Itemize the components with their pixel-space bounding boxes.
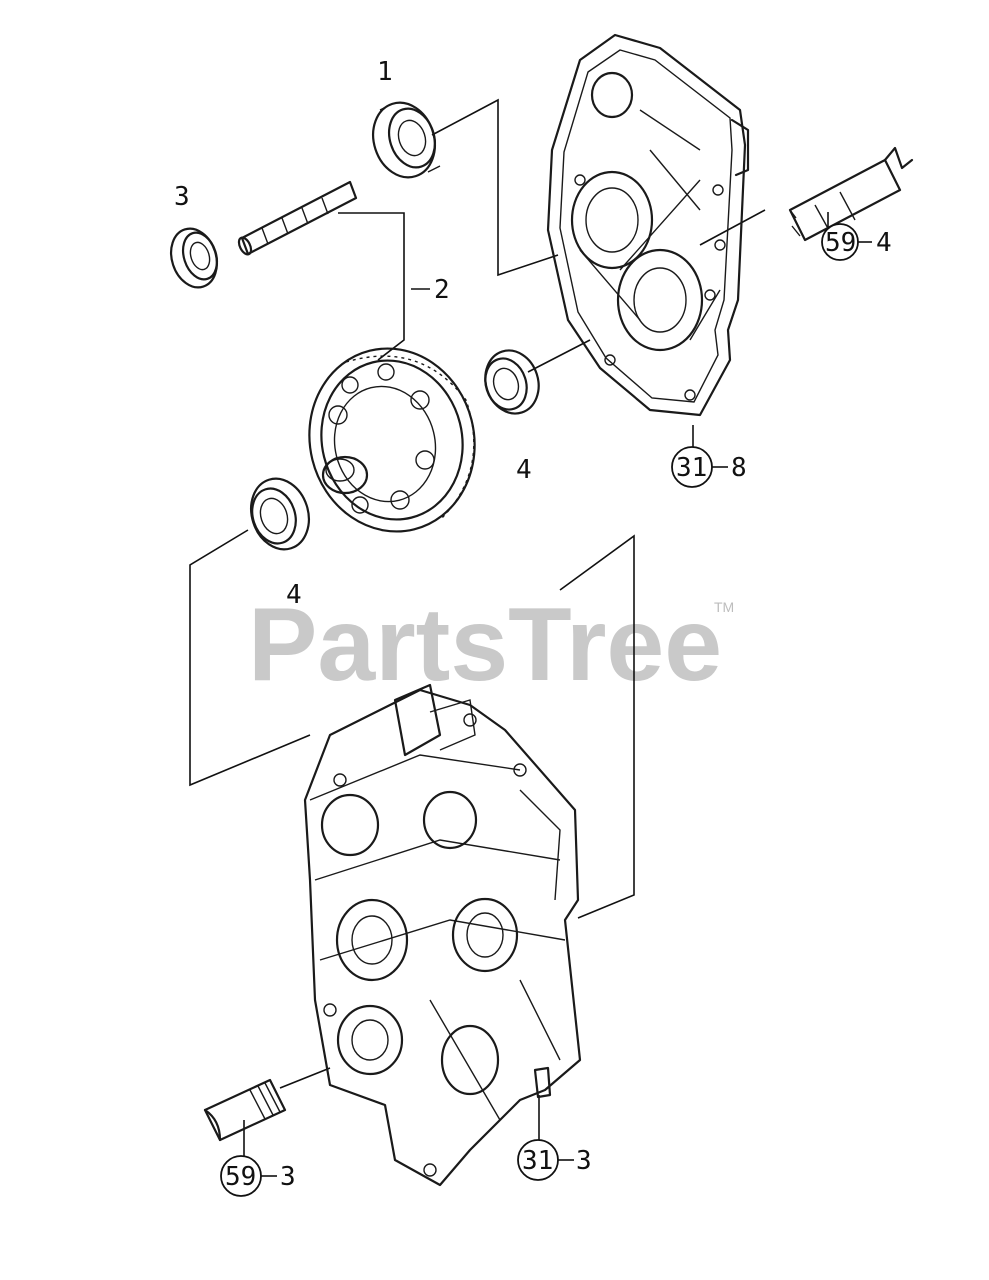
ref-badge-cover-case: 31 8 [671,446,747,488]
callout-2: 2 [434,275,450,305]
ref-cover-case-sub: 8 [731,453,747,483]
ref-axle-right-num: 59 [825,228,856,258]
ref-lower-case-sub: 3 [576,1146,592,1176]
ref-axle-left-num: 59 [225,1162,256,1192]
leader-bearing-cover [527,339,591,373]
callout-1: 1 [377,57,393,87]
leader-bearing-lower-left [189,529,311,787]
ref-axle-left-sub: 3 [280,1162,296,1192]
leader-lower-case-right [559,534,635,919]
callout-3: 3 [174,182,190,212]
axle-left [203,1078,287,1142]
ref-badge-axle-left: 59 3 [220,1155,296,1197]
callout-4-lower: 4 [286,580,302,610]
leader-shaft-gear [338,212,405,361]
bearing-lower [250,477,310,551]
leader-axle-right [699,209,766,246]
ref-badge-axle-right: 59 4 [821,223,892,261]
axle-right [788,146,914,242]
watermark-brand: PartsTree [248,587,722,703]
parts-tree-watermark: PartsTree TM [248,587,734,703]
leader-bearing-top [431,98,559,277]
bearing-cover [484,349,540,415]
leader-lines [189,98,829,1158]
ref-cover-case-num: 31 [676,453,707,483]
transmission-cover-case [546,33,750,417]
seal-small [170,227,219,289]
output-shaft [237,180,358,256]
bearing-top [372,101,441,179]
ref-badge-lower-case: 31 3 [517,1139,592,1181]
ref-lower-case-num: 31 [522,1146,553,1176]
callout-4-cover: 4 [516,455,532,485]
watermark-trademark: TM [714,599,734,615]
lower-transmission-case [303,683,582,1187]
leader-axle-left [279,1067,331,1089]
differential-gear [308,347,476,533]
ref-axle-right-sub: 4 [876,228,892,258]
part-callouts: 1 2 3 4 4 [174,57,532,610]
